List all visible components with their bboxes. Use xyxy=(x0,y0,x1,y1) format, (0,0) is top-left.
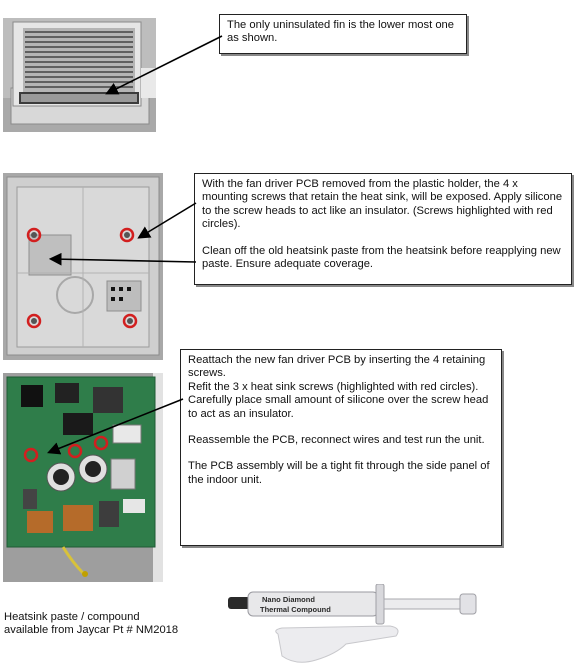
caption-line: Heatsink paste / compound xyxy=(4,611,140,623)
caption-line: available from Jaycar Pt # NM2018 xyxy=(4,624,179,637)
plastic-holder-photo xyxy=(3,173,163,360)
thermal-compound-syringe-photo: Nano Diamond Thermal Compound xyxy=(226,584,480,666)
callout-para: Reassemble the PCB, reconnect wires and … xyxy=(188,434,485,447)
callout-para: Clean off the old heatsink paste from th… xyxy=(202,244,561,271)
callout-para: Reattach the new fan driver PCB by inser… xyxy=(188,354,486,380)
callout-mounting-screws: With the fan driver PCB removed from the… xyxy=(194,173,572,285)
callout-text: The only uninsulated fin is the lower mo… xyxy=(227,19,454,45)
callout-para: With the fan driver PCB removed from the… xyxy=(202,178,563,231)
syringe-label-line1: Nano Diamond xyxy=(262,595,315,604)
paste-source-caption: Heatsink paste / compound available from… xyxy=(4,611,178,638)
fan-driver-pcb-photo xyxy=(3,373,163,582)
callout-para: The PCB assembly will be a tight fit thr… xyxy=(188,460,490,486)
heatsink-fins-photo xyxy=(3,18,156,132)
callout-reattach-pcb: Reattach the new fan driver PCB by inser… xyxy=(180,349,502,546)
callout-para: Refit the 3 x heat sink screws (highligh… xyxy=(188,380,479,393)
callout-para: Carefully place small amount of silicone… xyxy=(188,394,489,420)
syringe-label-line2: Thermal Compound xyxy=(260,605,331,614)
callout-uninsulated-fin: The only uninsulated fin is the lower mo… xyxy=(219,14,467,54)
